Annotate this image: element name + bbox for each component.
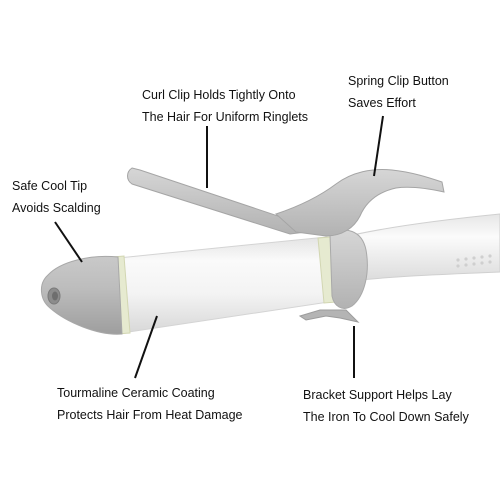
callout-curl-clip: Curl Clip Holds Tightly Onto The Hair Fo… xyxy=(142,84,308,128)
leader-tourmaline xyxy=(134,315,158,379)
leader-safe-tip xyxy=(54,221,83,263)
tip-hole-inner xyxy=(52,291,58,301)
callout-safe-tip-line1: Safe Cool Tip xyxy=(12,179,88,193)
temperature-indicator-dots xyxy=(456,254,492,268)
callout-safe-tip-line2: Avoids Scalding xyxy=(12,201,101,215)
handle xyxy=(339,213,500,281)
spring-clip-lever xyxy=(275,169,445,237)
callout-tourmaline: Tourmaline Ceramic Coating Protects Hair… xyxy=(57,382,242,426)
leader-spring-clip xyxy=(373,115,384,177)
callout-spring-clip-line2: Saves Effort xyxy=(348,96,416,110)
leader-lines xyxy=(54,115,384,379)
callout-curl-clip-line1: Curl Clip Holds Tightly Onto xyxy=(142,88,296,102)
callout-bracket-line1: Bracket Support Helps Lay xyxy=(303,388,452,402)
callout-bracket: Bracket Support Helps Lay The Iron To Co… xyxy=(303,384,469,428)
bracket-support xyxy=(298,309,360,323)
callout-tourmaline-line2: Protects Hair From Heat Damage xyxy=(57,408,243,422)
callout-tourmaline-line1: Tourmaline Ceramic Coating xyxy=(57,386,215,400)
collar xyxy=(329,229,368,309)
callout-spring-clip-line1: Spring Clip Button xyxy=(348,74,449,88)
cool-tip xyxy=(41,255,123,335)
callout-bracket-line2: The Iron To Cool Down Safely xyxy=(303,410,469,424)
callout-safe-tip: Safe Cool Tip Avoids Scalding xyxy=(12,175,101,219)
callout-curl-clip-line2: The Hair For Uniform Ringlets xyxy=(142,110,309,124)
callout-spring-clip: Spring Clip Button Saves Effort xyxy=(348,70,449,114)
curl-clip xyxy=(127,167,308,235)
